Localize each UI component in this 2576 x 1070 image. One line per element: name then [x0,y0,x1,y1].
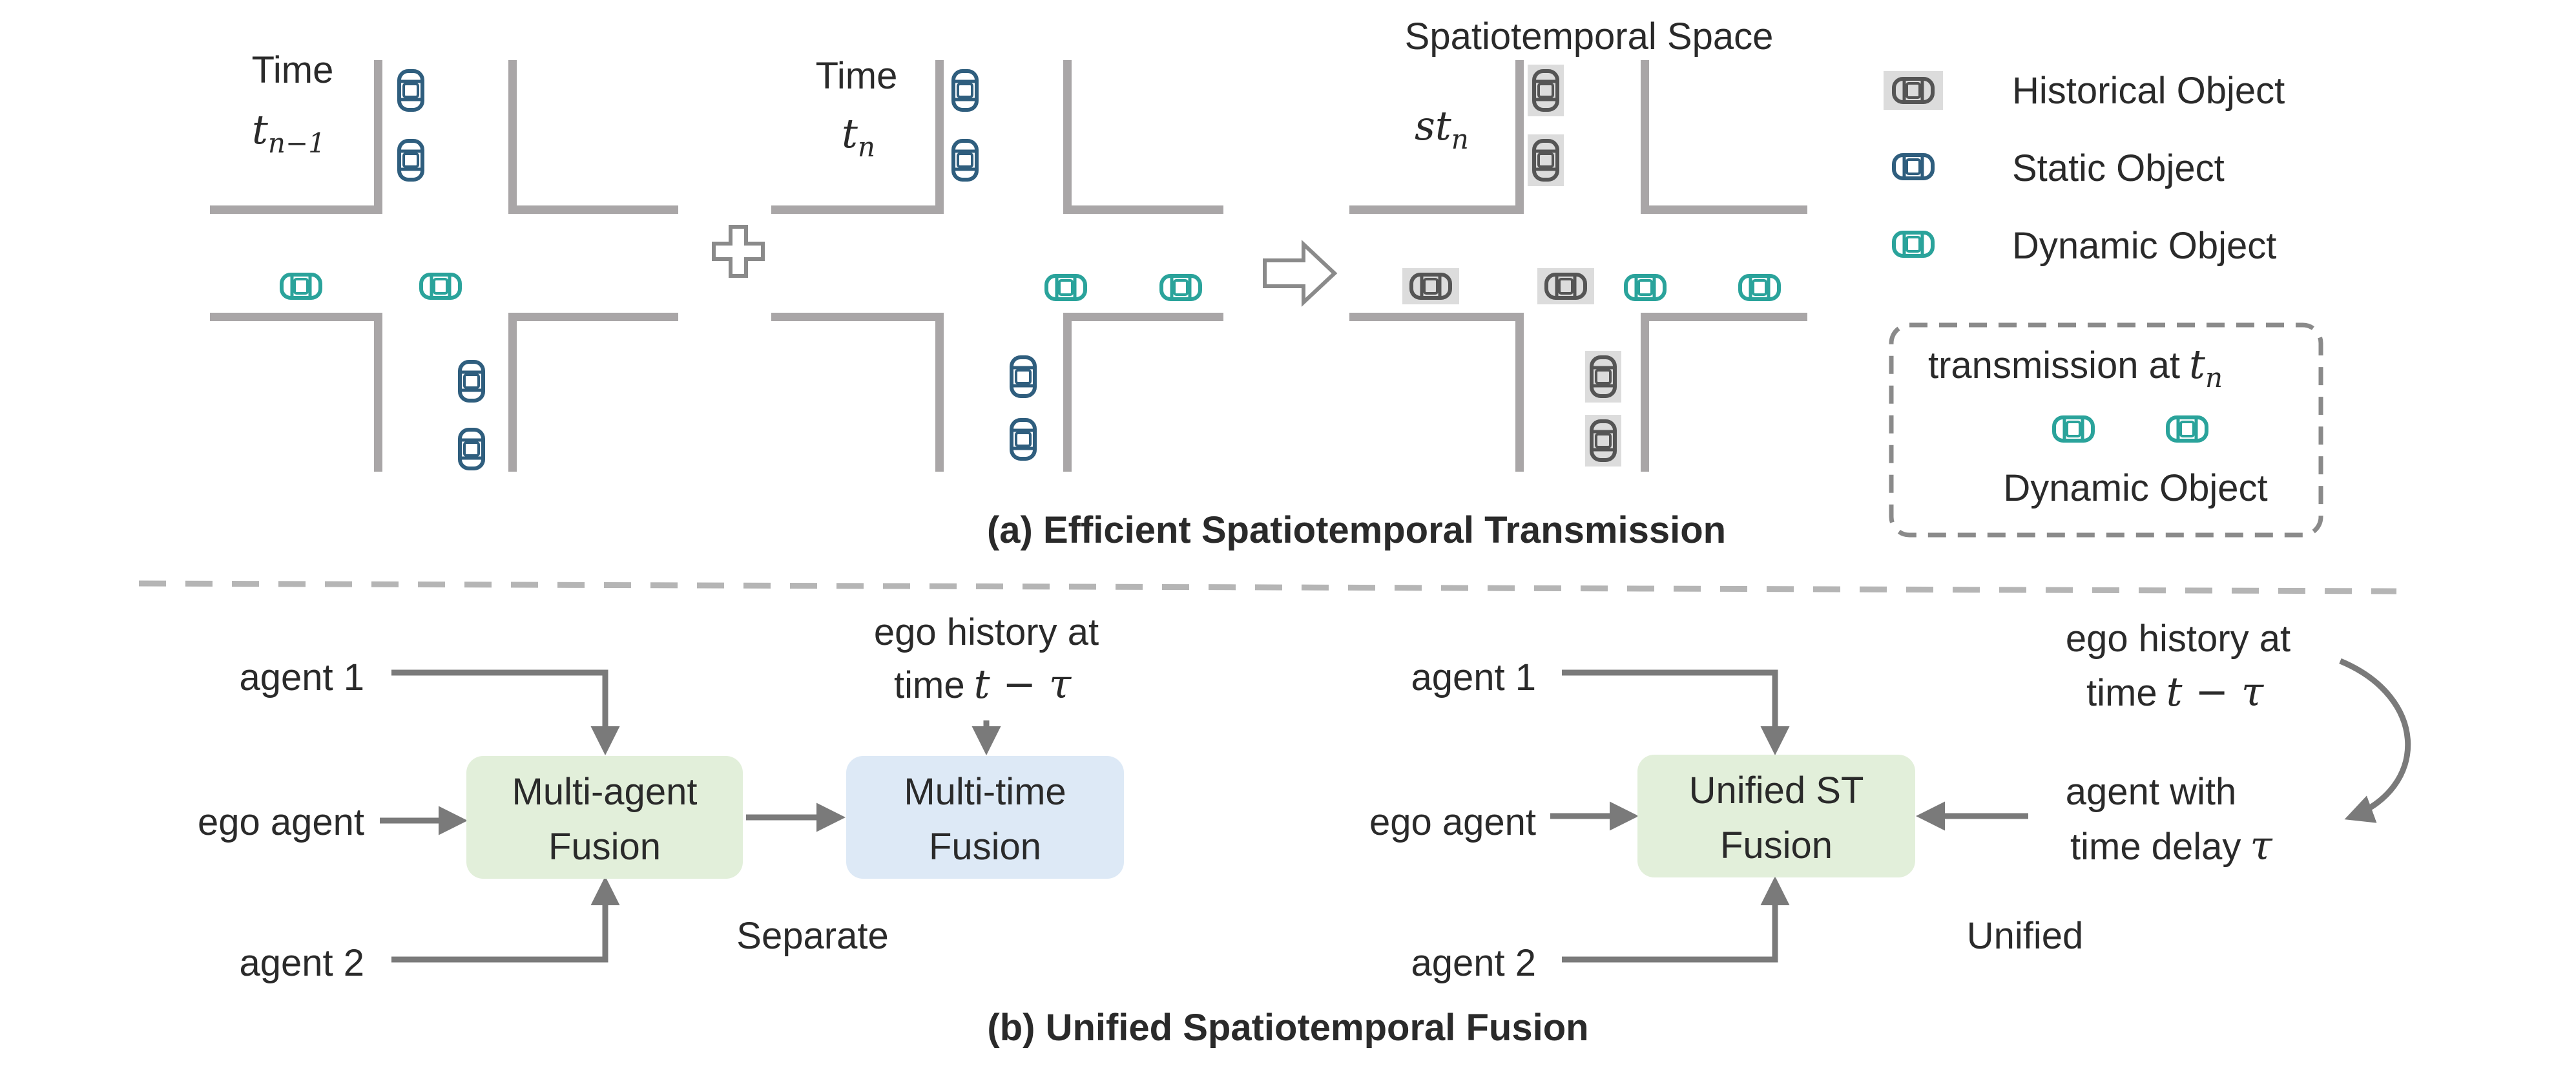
wall [374,313,382,472]
wall [210,205,382,214]
caption-a: (a) Efficient Spatiotemporal Transmissio… [987,509,1726,551]
caption-b: (b) Unified Spatiotemporal Fusion [987,1007,1588,1049]
wall [508,205,678,214]
legend-static-label: Static Object [2012,147,2225,189]
agent2-label: agent 2 [1411,942,1536,984]
wall [1641,313,1649,472]
dynamic-object-icon [1894,233,1933,256]
delay-line1: agent with [2066,771,2236,813]
unified-fusion-line2: Fusion [1720,824,1833,866]
dynamic-car [2168,417,2207,441]
dynamic-car [1046,276,1085,299]
wall [1063,313,1223,321]
section-divider [138,580,2397,594]
legend-historical-label: Historical Object [2012,70,2285,112]
intersection-spatiotemporal [1349,60,1807,472]
wall [1641,313,1807,321]
time-label: Time [816,55,898,97]
wall [210,313,382,321]
static-object-icon [1894,155,1933,178]
dynamic-car [1626,276,1665,299]
agent1-arrow [391,669,620,755]
legend-dynamic-label: Dynamic Object [2012,225,2276,267]
dynamic-car [421,275,460,298]
wall [508,313,517,472]
historical-car [1585,351,1621,403]
multi-time-fusion-line2: Fusion [929,826,1041,868]
wall [771,205,944,214]
dynamic-car [1740,276,1779,299]
historical-car [1402,268,1459,304]
multi-agent-fusion-box [466,756,743,879]
panel-title: Spatiotemporal Space [1405,16,1774,58]
unified-st-fusion-box [1637,755,1915,877]
multi-agent-fusion-line1: Multi-agent [512,771,698,813]
static-car [1012,357,1035,396]
wall [1063,313,1072,472]
static-car [953,71,977,110]
agent1-label: agent 1 [239,656,364,698]
ego-agent-label: ego agent [198,801,364,843]
static-car [399,141,422,180]
intersection-tn [771,60,1223,472]
wall [508,313,678,321]
wall [935,60,944,214]
time-variable: tn−1 [252,106,326,159]
wall [508,60,517,214]
legend: Historical Object Static Object Dynamic … [1884,70,2323,538]
time-label: Time [252,49,334,91]
wall [1063,205,1223,214]
intersection-tn-1 [210,60,678,472]
agent1-arrow [1562,669,1790,755]
historical-object-icon [1884,71,1943,110]
historical-car [1528,65,1564,116]
history-to-delay-arrow [2339,658,2411,823]
wall [1349,205,1524,214]
unified-label: Unified [1967,915,2084,957]
wall [1349,313,1524,321]
multi-agent-fusion-line2: Fusion [548,826,661,868]
transition-arrow-icon [1263,240,1338,307]
wall [935,313,944,472]
wall [1641,205,1807,214]
static-car [460,362,483,401]
dynamic-car [1161,276,1200,299]
transmission-box-label: Dynamic Object [2003,467,2267,509]
wall [771,313,944,321]
wall [374,60,382,214]
agent2-label: agent 2 [239,942,364,984]
dynamic-car [2054,417,2093,441]
multi-time-fusion-box [846,756,1124,879]
ego-agent-label: ego agent [1369,801,1536,843]
multi-time-fusion-line1: Multi-time [904,771,1066,813]
wall [1515,60,1524,214]
static-car [399,71,422,110]
historical-car [1585,415,1621,467]
wall [1641,60,1649,214]
static-car [953,141,977,180]
spatiotemporal-variable: stn [1415,102,1469,155]
time-variable: tn [842,110,875,163]
static-car [460,430,483,468]
historical-car [1537,268,1594,304]
ego-history-line1: ego history at [874,611,1099,653]
wall [1515,313,1524,472]
transmission-box [1889,322,2323,538]
agent2-arrow [391,876,620,963]
dynamic-car [282,275,320,298]
agent1-label: agent 1 [1411,656,1536,698]
historical-car [1528,134,1564,186]
separate-label: Separate [736,915,888,957]
plus-icon [712,225,765,278]
static-car [1012,420,1035,459]
agent2-arrow [1562,876,1790,963]
wall [1063,60,1072,214]
unified-fusion-line1: Unified ST [1689,770,1864,812]
ego-history-line1: ego history at [2066,618,2290,660]
